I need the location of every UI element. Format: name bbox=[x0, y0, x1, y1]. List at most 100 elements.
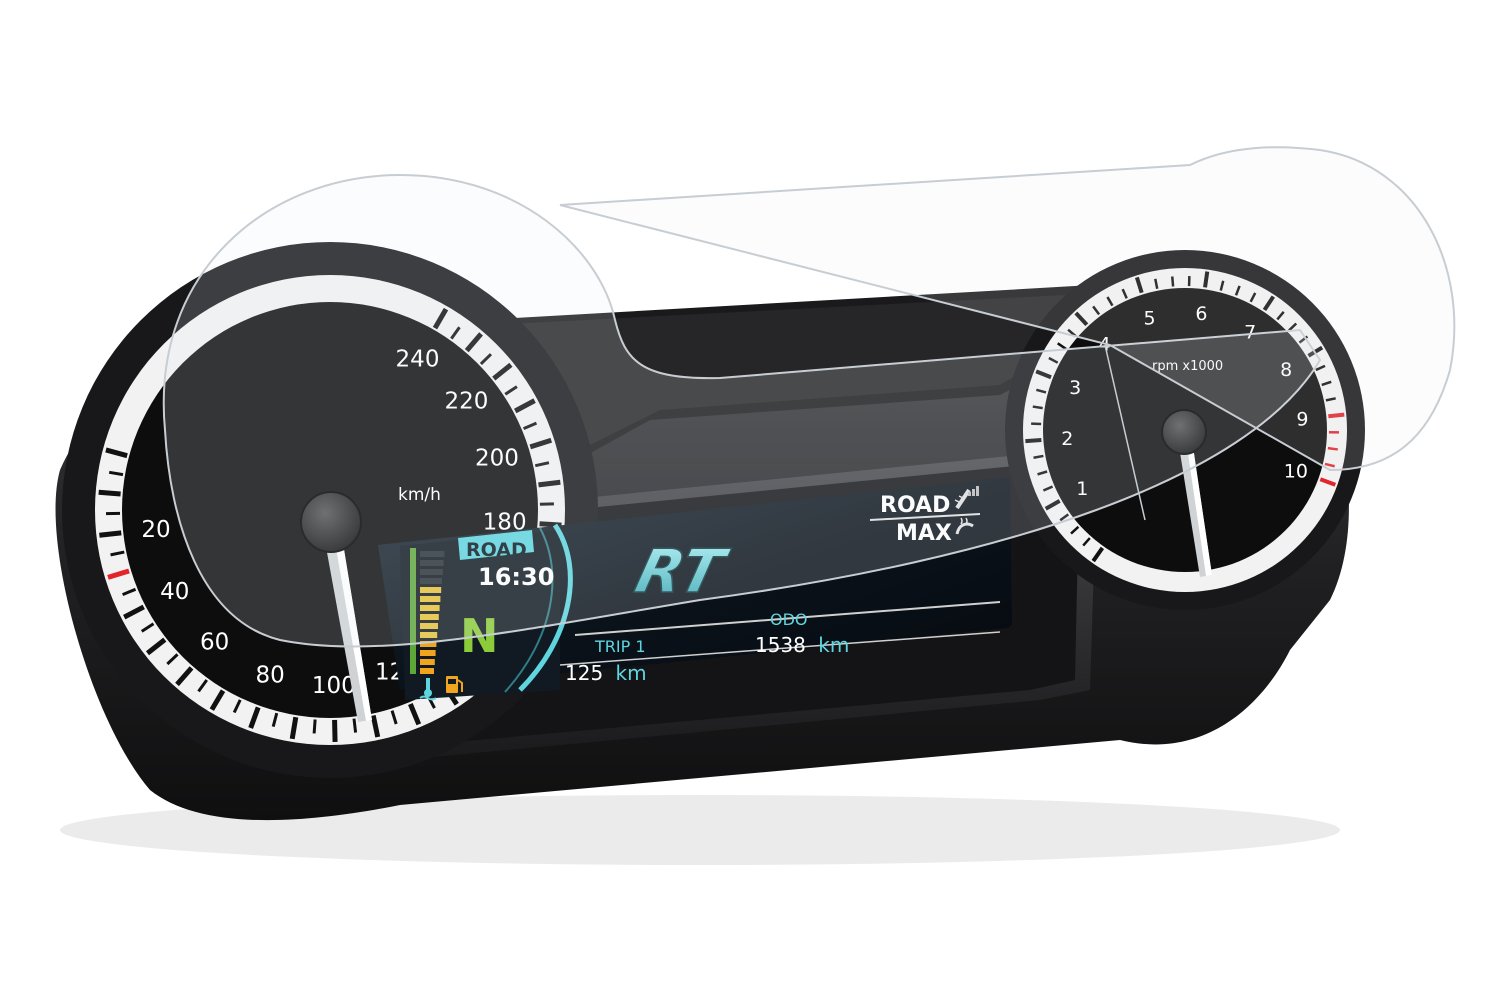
rpm-tick bbox=[1042, 485, 1054, 492]
rpm-tick bbox=[1070, 525, 1080, 535]
riding-mode: ROAD bbox=[880, 493, 950, 518]
rpm-label: 4 bbox=[1098, 334, 1110, 356]
trip-number: 125 bbox=[565, 661, 603, 685]
rpm-label: 2 bbox=[1061, 428, 1073, 450]
speed-tick bbox=[289, 716, 299, 740]
speed-needle-hub bbox=[300, 491, 362, 553]
seat-heating-icon bbox=[955, 517, 974, 535]
fuel-segment bbox=[420, 596, 441, 602]
coolant-temperature-icon bbox=[419, 678, 437, 701]
fuel-segment bbox=[420, 578, 442, 584]
rpm-tick bbox=[1036, 388, 1047, 394]
rpm-label: 3 bbox=[1069, 377, 1081, 399]
speed-tick bbox=[98, 489, 121, 497]
rpm-tick bbox=[1032, 405, 1043, 410]
rpm-tick bbox=[1171, 276, 1175, 287]
fuel-level-bar bbox=[410, 548, 445, 674]
fuel-segment bbox=[420, 632, 438, 638]
rpm-tick bbox=[1319, 477, 1337, 487]
speed-tick bbox=[123, 604, 145, 620]
speed-tick bbox=[352, 718, 358, 733]
speed-label: 200 bbox=[475, 445, 519, 471]
speed-tick bbox=[271, 712, 279, 728]
rpm-tick bbox=[1249, 292, 1257, 303]
rpm-tick bbox=[1321, 380, 1332, 387]
rpm-tick bbox=[1325, 397, 1336, 402]
odo-label: ODO bbox=[770, 610, 808, 629]
speed-tick bbox=[450, 326, 461, 340]
temp-bar bbox=[410, 548, 416, 674]
odo-number: 1538 bbox=[755, 633, 806, 657]
rpm-label: 9 bbox=[1296, 409, 1308, 431]
speed-tick bbox=[538, 479, 561, 488]
rpm-tick bbox=[1288, 322, 1298, 332]
speed-needle bbox=[322, 525, 372, 722]
status-divider bbox=[869, 513, 981, 521]
speed-tick bbox=[107, 568, 130, 580]
rpm-tick bbox=[1219, 280, 1225, 291]
info-divider-top bbox=[574, 601, 1001, 636]
speed-tick bbox=[248, 706, 261, 729]
speed-label: 20 bbox=[141, 517, 170, 543]
rpm-label: 5 bbox=[1143, 307, 1155, 329]
fuel-pump-icon bbox=[446, 676, 463, 693]
rpm-tick bbox=[1044, 499, 1061, 511]
rpm-tick bbox=[1057, 342, 1067, 350]
speed-label: 40 bbox=[160, 579, 189, 605]
speed-tick bbox=[197, 679, 208, 693]
rpm-label: 1 bbox=[1076, 478, 1088, 500]
speed-label: 100 bbox=[312, 673, 356, 699]
rpm-tick bbox=[1092, 305, 1101, 316]
speed-tick bbox=[370, 714, 381, 738]
rpm-tick bbox=[1134, 276, 1144, 294]
speed-tick bbox=[479, 353, 493, 366]
rpm-tick bbox=[1025, 438, 1042, 444]
rpm-tick bbox=[1315, 364, 1326, 372]
mode-badge-label: ROAD bbox=[466, 539, 527, 561]
fuel-segment bbox=[420, 659, 435, 665]
fuel-segment bbox=[420, 650, 436, 656]
fuel-segment bbox=[420, 605, 440, 611]
rpm-label: 10 bbox=[1284, 460, 1308, 482]
rpm-tick bbox=[1327, 446, 1338, 451]
tft-display: ROAD 16:30 N RT ROAD MAX bbox=[378, 478, 1012, 701]
fuel-segment bbox=[420, 641, 437, 647]
rpm-needle-hub bbox=[1161, 409, 1207, 455]
speed-tick bbox=[312, 719, 317, 734]
trip-value: 125 km bbox=[565, 661, 647, 685]
trip-unit: km bbox=[616, 661, 647, 685]
speed-tick bbox=[514, 398, 536, 414]
rpm-tick bbox=[1106, 296, 1114, 307]
rpm-needle bbox=[1178, 440, 1212, 577]
fuel-segment bbox=[420, 587, 442, 593]
speed-label: 220 bbox=[445, 388, 489, 414]
odo-value: 1538 km bbox=[755, 633, 849, 657]
rpm-label: 8 bbox=[1280, 359, 1292, 381]
rpm-unit-label: rpm x1000 bbox=[1152, 359, 1223, 374]
signal-bars-icon bbox=[968, 486, 979, 496]
speed-tick bbox=[492, 362, 513, 381]
rpm-label: 7 bbox=[1244, 322, 1256, 344]
speed-tick bbox=[390, 710, 398, 725]
speed-tick bbox=[140, 622, 155, 633]
rpm-tick bbox=[1203, 271, 1210, 288]
fuel-segment bbox=[420, 569, 443, 575]
rpm-tick bbox=[1328, 412, 1345, 419]
odo-unit: km bbox=[818, 633, 849, 657]
clock: 16:30 bbox=[478, 563, 554, 591]
speed-tick bbox=[108, 470, 124, 477]
mode-badge: ROAD bbox=[458, 530, 534, 561]
speed-tick bbox=[432, 307, 449, 330]
heat-setting: MAX bbox=[896, 521, 952, 546]
info-divider-bottom bbox=[559, 631, 1001, 666]
rpm-tick bbox=[1033, 454, 1044, 459]
speed-tick bbox=[110, 550, 125, 557]
rpm-tick bbox=[1082, 537, 1091, 547]
rpm-tick bbox=[1234, 285, 1241, 296]
rpm-tick bbox=[1154, 278, 1159, 289]
fuel-segment bbox=[420, 623, 438, 629]
rpm-tick bbox=[1276, 311, 1285, 321]
